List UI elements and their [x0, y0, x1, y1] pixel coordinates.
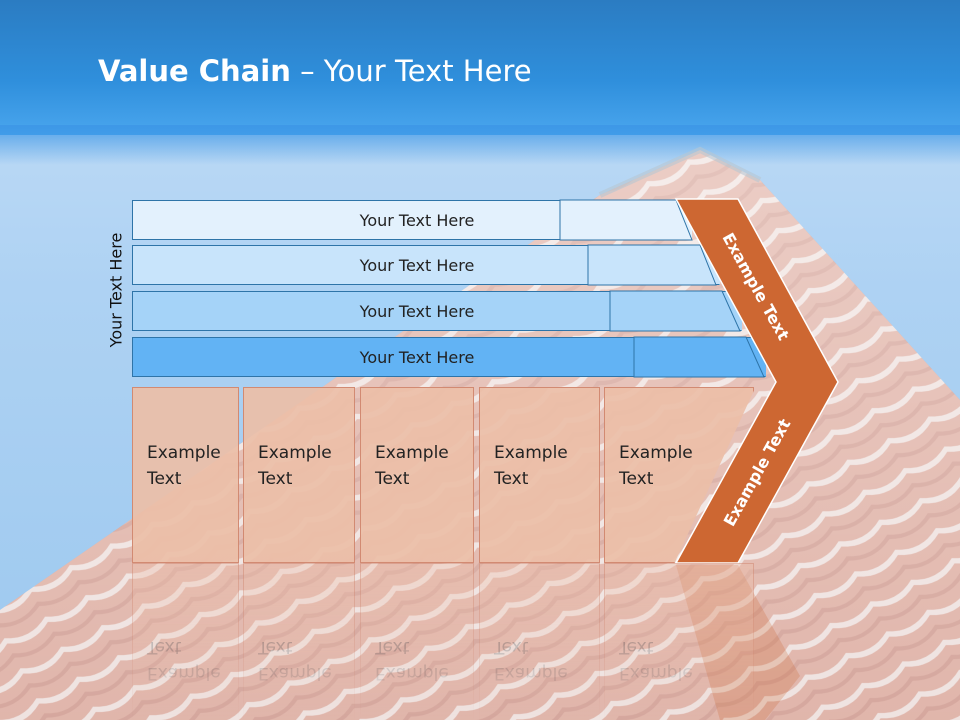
- value-row-2-label: Your Text Here: [359, 255, 475, 275]
- header-bar: [0, 0, 960, 135]
- value-row-4-label: Your Text Here: [359, 347, 475, 367]
- activity-box-1-reflection-line1: Example: [147, 663, 221, 683]
- activity-box-4-reflection-line2: Text: [494, 637, 529, 657]
- activity-box-1-line2: Text: [147, 469, 182, 489]
- value-row-1-label: Your Text Here: [359, 210, 475, 230]
- slide-title: Value Chain – Your Text Here: [98, 54, 532, 88]
- activity-box-3-reflection-line2: Text: [375, 637, 410, 657]
- activity-box-2-line1: Example: [258, 443, 332, 463]
- header-fade: [0, 125, 960, 165]
- value-row-3-end: [609, 290, 741, 332]
- activity-box-5-reflection: Example Text: [604, 563, 754, 720]
- activity-box-3-line1: Example: [375, 443, 449, 463]
- value-row-3-label: Your Text Here: [359, 301, 475, 321]
- activity-box-4-line1: Example: [494, 443, 568, 463]
- activity-box-3-line2: Text: [375, 469, 410, 489]
- activity-box-2-reflection-line1: Example: [258, 663, 332, 683]
- title-rest: – Your Text Here: [290, 54, 532, 88]
- activity-box-2-line2: Text: [258, 469, 293, 489]
- boxes-reflection: Example Text Example Text Example Text Exam…: [0, 563, 960, 720]
- activity-box-4-reflection-line1: Example: [494, 663, 568, 683]
- activity-box-1-reflection: Example Text: [132, 563, 239, 720]
- activity-box-5-reflection-line2: Text: [619, 637, 654, 657]
- activity-box-2-reflection: Example Text: [243, 563, 355, 720]
- value-row-4-end: [633, 336, 765, 378]
- activity-box-4-line2: Text: [494, 469, 529, 489]
- value-row-1-end: [559, 199, 693, 241]
- title-bold: Value Chain: [98, 54, 291, 88]
- activity-box-3-reflection-line1: Example: [375, 663, 449, 683]
- activity-box-5-line1: Example: [619, 443, 693, 463]
- activity-box-5-reflection-line1: Example: [619, 663, 693, 683]
- activity-box-3-reflection: Example Text: [360, 563, 474, 720]
- activity-box-1-reflection-line2: Text: [147, 637, 182, 657]
- activity-box-5-line2: Text: [619, 469, 654, 489]
- value-row-2-end: [587, 244, 717, 286]
- activity-box-4-reflection: Example Text: [479, 563, 600, 720]
- activity-box-2-reflection-line2: Text: [258, 637, 293, 657]
- activity-box-1-line1: Example: [147, 443, 221, 463]
